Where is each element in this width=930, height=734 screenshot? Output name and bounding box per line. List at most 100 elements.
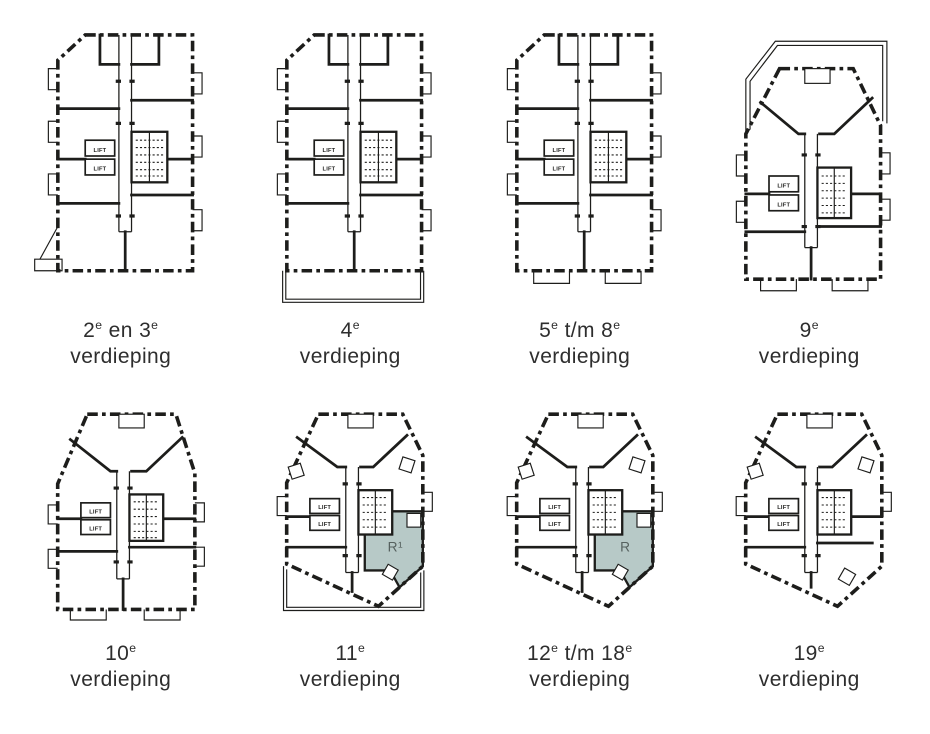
caption-line1: 2e en 3e [83,318,159,342]
lift-core: LIFT LIFT [79,502,112,536]
floorplan-drawing-2-3: LIFT LIFT [33,33,203,273]
floorplan-caption: 12e t/m 18e verdieping [527,641,633,692]
shaft-box [636,513,652,528]
lift-box [538,514,571,532]
floorplan-figure-5-8: LIFT LIFT 5e t/m 8e verdieping [465,16,695,369]
caption-line1: 19e [793,641,825,666]
lift-core: LIFT LIFT [538,498,571,532]
lift-box [768,194,800,212]
floorplan-figure-19: LIFT LIFT 19e verdieping [695,391,925,692]
roof-access-box [347,413,375,429]
caption-line1: 10e [105,641,137,666]
caption-line2: verdieping [529,667,631,691]
caption-line1: 4e [340,318,360,342]
floorplan-caption: 2e en 3e verdieping [70,318,171,369]
stair-icon [816,489,853,536]
closet-symbol [628,456,646,474]
lift-box [768,498,800,515]
lift-box [79,519,112,536]
lift-core: LIFT LIFT [84,139,116,176]
interior-walls [56,33,194,273]
building-outline [55,412,197,612]
highlight-label: R¹ [388,540,404,555]
terrace-tabs [532,270,642,284]
floorplan-figure-10: LIFT LIFT 10e verdieping [6,391,236,692]
door-ticks [801,482,821,558]
door-ticks [113,486,133,564]
floorplan-figure-4: LIFT LIFT 4e verdieping [236,16,466,369]
lift-label: LIFT [778,184,791,190]
roof-access-box [806,413,834,429]
floorplan-drawing-10: LIFT LIFT [47,412,205,621]
closet-symbol [857,456,875,474]
caption-line1: 9e [799,318,819,342]
closet-symbol [746,462,765,481]
building-outline [744,66,883,281]
stair-icon [128,493,165,543]
stair-icon [587,489,624,536]
annex-outline [33,226,63,272]
caption-line2: verdieping [70,344,172,368]
lift-core: LIFT LIFT [309,498,341,532]
door-ticks [342,482,362,558]
terrace-outline [283,566,425,612]
stair-icon [357,489,394,536]
roof-access-box [118,413,145,429]
balcony-tabs [277,68,432,232]
lift-core: LIFT LIFT [543,139,575,176]
balcony-tabs [506,68,662,232]
floorplan-figure-9: LIFT LIFT 9e verdieping [695,16,925,369]
lift-box [309,498,341,515]
interior-walls [744,433,884,589]
closet-symbol [611,563,629,582]
roof-access-box [577,413,604,429]
stair-icon [589,130,628,184]
interior-walls [56,435,196,612]
lift-box [84,158,116,176]
closet-symbol [381,563,400,582]
caption-line2: verdieping [70,667,172,691]
door-ticks [115,79,135,218]
lift-box [313,158,345,176]
interior-walls [515,433,639,594]
shaft-box [406,513,422,528]
floorplan-drawing-9: LIFT LIFT [736,40,891,292]
lift-box [309,514,341,532]
balcony-tabs [736,152,891,223]
lift-label: LIFT [93,148,106,154]
floorplan-drawing-5-8: LIFT LIFT [506,33,662,284]
floorplan-caption: 11e verdieping [300,641,401,692]
balcony-tabs [506,491,663,517]
balcony-tabs [47,68,203,232]
lift-box [313,139,345,157]
caption-line2: verdieping [758,667,860,691]
floorplan-caption: 19e verdieping [759,641,860,692]
closet-symbol [837,567,857,587]
lift-box [543,158,575,176]
caption-line1: 5e t/m 8e [539,318,621,342]
floorplan-caption: 9e verdieping [759,318,860,369]
caption-line2: verdieping [299,344,401,368]
floorplan-caption: 10e verdieping [70,641,171,692]
closet-symbol [398,456,416,474]
terrace-outline [282,270,425,303]
lift-box [79,502,112,519]
caption-line2: verdieping [758,344,860,368]
floorplan-drawing-11: LIFT LIFT R¹ [276,412,434,612]
lift-label: LIFT [93,167,106,173]
roof-terrace-outline [745,40,888,132]
floorplan-figure-12-18: LIFT LIFT R 12e t/m 18e verdieping [465,391,695,692]
floorplan-figure-11: LIFT LIFT R¹ 11e verdieping [236,391,466,692]
highlight-label: R [620,540,630,555]
lift-box [768,175,800,193]
floorplan-drawing-12-18: LIFT LIFT R [506,412,663,609]
caption-line2: verdieping [529,344,631,368]
lift-label: LIFT [548,522,561,528]
interior-walls [515,33,653,273]
lift-label: LIFT [778,203,791,209]
interior-walls [285,433,410,594]
lift-label: LIFT [552,148,565,154]
floorplan-drawing-4: LIFT LIFT [277,33,432,303]
lift-label: LIFT [552,167,565,173]
lift-label: LIFT [89,527,102,533]
